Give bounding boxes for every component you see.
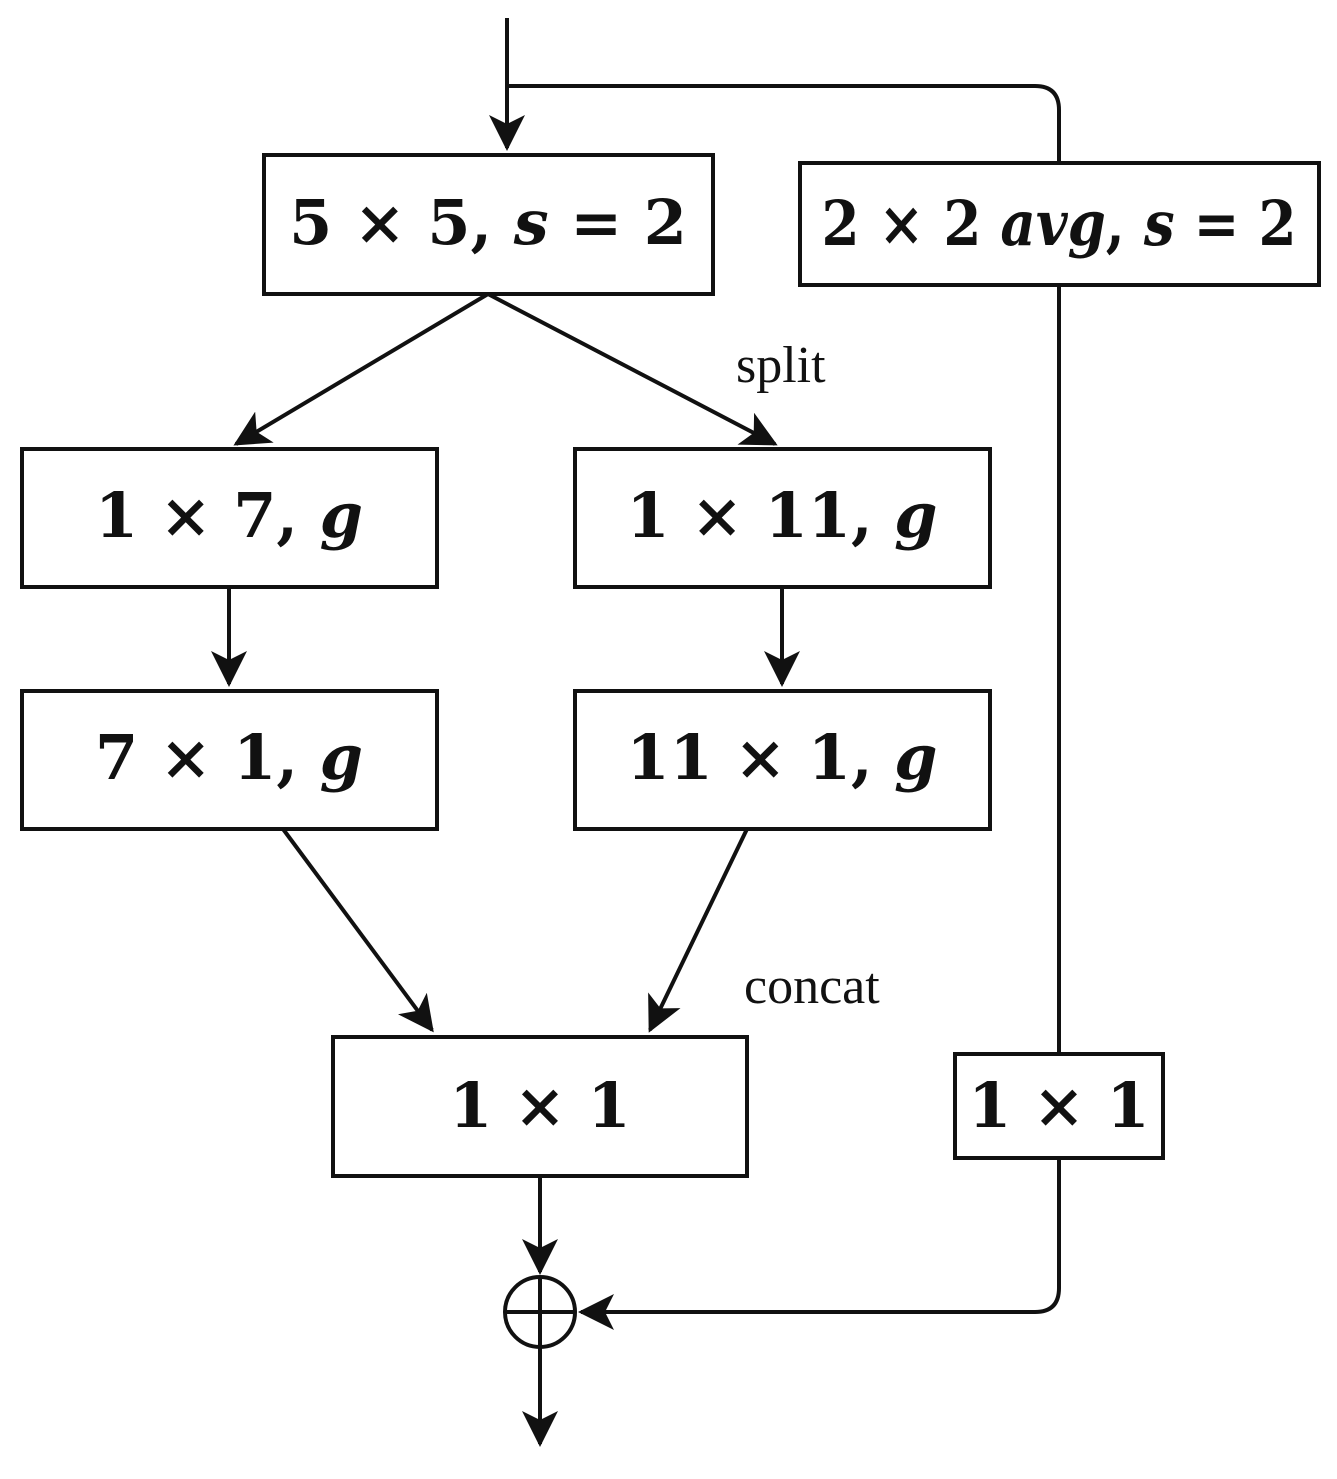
conv11x1-box xyxy=(573,689,992,831)
conv5-box xyxy=(262,153,715,296)
conv5-label: 5 × 5, s = 2 xyxy=(289,186,687,259)
split-label: split xyxy=(736,337,826,394)
conv1x11-box xyxy=(573,447,992,589)
conv1x11-label: 1 × 11, g xyxy=(626,479,937,552)
conv1x1-shortcut-box xyxy=(953,1052,1165,1160)
edge-split-left xyxy=(233,292,490,446)
edge-concat-left xyxy=(281,827,434,1033)
edge-split-right xyxy=(487,292,778,446)
conv1x1-main-label: 1 × 1 xyxy=(449,1069,630,1142)
concat-label: concat xyxy=(744,958,880,1015)
avgpool-box xyxy=(798,161,1321,287)
sum-node xyxy=(503,1275,577,1349)
conv7x1-label: 7 × 1, g xyxy=(95,721,363,794)
conv1x1-main-box xyxy=(331,1035,749,1178)
conv7x1-box xyxy=(20,689,439,831)
edge-shortcut-top xyxy=(507,84,1061,163)
edge-shortcut-to-sum xyxy=(578,1158,1061,1330)
avgpool-label: 2 × 2 avg, s = 2 xyxy=(822,187,1297,260)
edge-concat-right xyxy=(648,828,749,1033)
conv1x7-label: 1 × 7, g xyxy=(95,479,363,552)
conv1x7-box xyxy=(20,447,439,589)
conv11x1-label: 11 × 1, g xyxy=(626,721,937,794)
conv1x1-shortcut-label: 1 × 1 xyxy=(968,1069,1149,1142)
